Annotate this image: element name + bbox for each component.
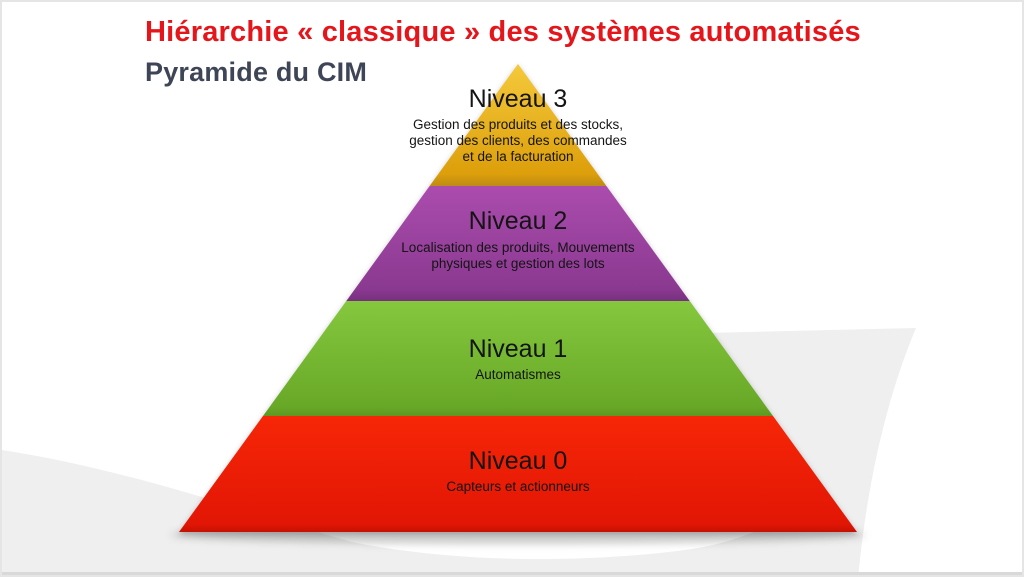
swoosh-shape-left [2,450,858,575]
pyramid-level-3-shape [429,64,607,186]
slide-title: Hiérarchie « classique » des systèmes au… [145,16,861,48]
level-1-description: Automatismes [475,367,561,382]
level-3-description: Gestion des produits et des stocks, gest… [409,117,627,164]
level-2-description: Localisation des produits, Mouvements ph… [401,240,635,271]
level-1-label: Niveau 1 [468,335,568,363]
pyramid-level-0-shape [179,416,857,532]
level-2-label: Niveau 2 [468,207,568,235]
level-3-label: Niveau 3 [468,85,568,113]
level-0-label: Niveau 0 [468,447,568,475]
pyramid-level-2-shape [346,186,690,301]
slide-subtitle: Pyramide du CIM [145,57,368,87]
slide-bottom-edge [2,572,1022,575]
pyramid-level-1-shape [263,301,773,416]
level-0-description: Capteurs et actionneurs [446,479,590,494]
swoosh-shape-right [705,328,916,575]
